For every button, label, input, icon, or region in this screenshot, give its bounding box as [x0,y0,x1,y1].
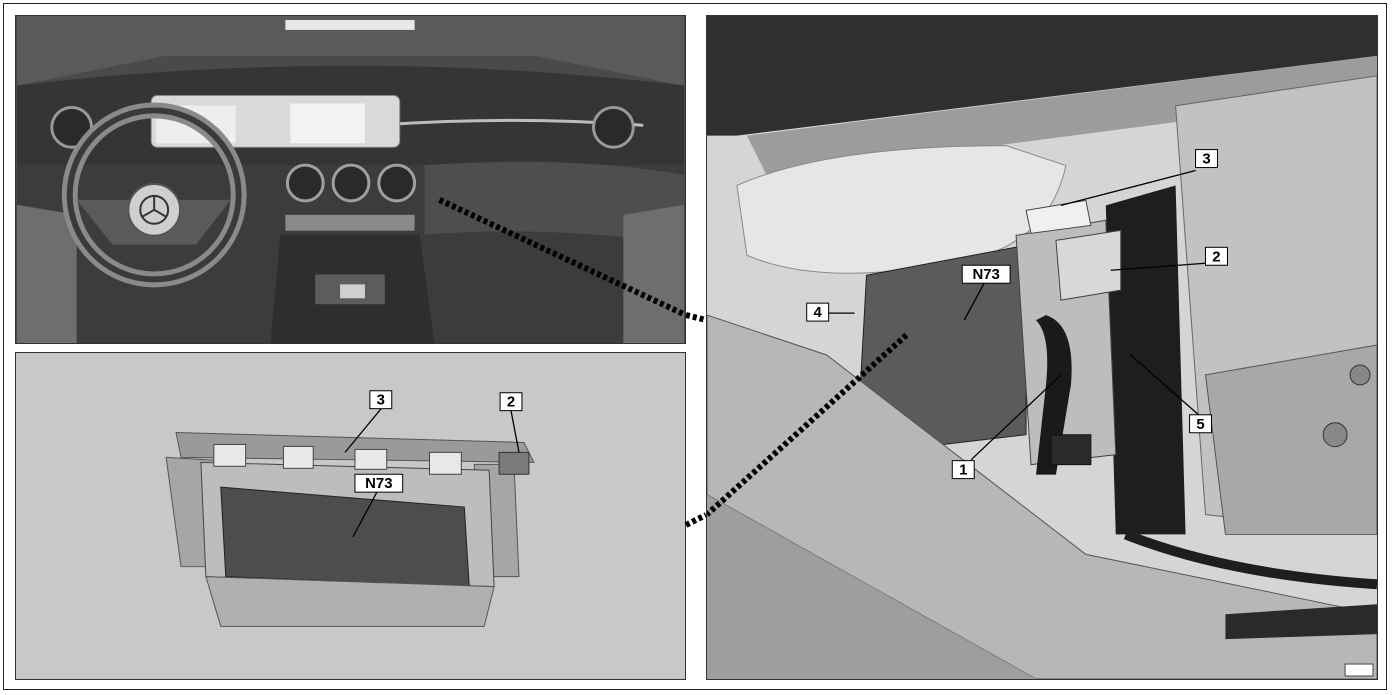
upper-dashboard-trim [707,16,1377,136]
bottom-flange [205,576,495,627]
callout-1: 1 [951,460,975,480]
svg-text:1: 1 [959,462,967,479]
leader-3 [1060,169,1196,207]
clip-2-holder [1055,229,1122,301]
installation-illustration: 3 2 N73 4 1 5 [707,16,1377,679]
module-illustration: 3 2 N73 [17,353,684,679]
leader-5 [1130,354,1199,416]
callout-3: 3 [1195,149,1218,169]
climate-control-strip [285,214,415,231]
module-detail-panel: 3 2 N73 [15,352,686,680]
leader-3 [344,406,384,453]
callout-3: 3 [369,390,393,410]
passenger-airbag-cover [424,161,684,245]
center-vent-middle [331,163,371,203]
leader-2 [510,410,520,453]
center-vent-right [377,163,417,203]
leader-n73 [963,282,985,321]
callout-2: 2 [499,392,523,412]
callout-5: 5 [1189,414,1212,434]
right-door-panel [623,204,684,343]
svg-text:2: 2 [1212,248,1220,265]
retaining-clip-1 [213,443,247,467]
bolt-1 [1322,422,1348,448]
connector-cable [1036,315,1072,475]
carrier-shadow [707,494,1037,679]
leader-2 [1110,262,1206,271]
svg-text:3: 3 [1202,151,1210,168]
touchpad-controller [340,284,365,299]
lower-rail [1225,604,1377,640]
zoom-pointer-line [438,197,685,317]
svg-text:2: 2 [507,395,515,411]
rear-view-mirror-mount [285,19,415,30]
dashboard-carrier-edge [746,55,1377,176]
screw-point [498,451,530,475]
center-vent-left [285,163,325,203]
installation-detail-panel: 3 2 N73 4 1 5 [706,15,1378,680]
electrical-connector [1050,434,1092,466]
callout-n73: N73 [961,264,1011,284]
corner-tag [1344,663,1374,677]
svg-text:5: 5 [1196,416,1204,433]
dashboard-illustration [17,16,685,343]
dashboard-overview-panel [15,15,686,344]
bolt-2 [1349,364,1371,386]
zoom-pointer-line [707,332,909,517]
steering-wheel-rim-inner [66,107,242,283]
mercedes-star-logo [139,194,170,225]
callout-4: 4 [806,302,830,322]
retaining-clip-2 [282,445,314,469]
right-air-vent [592,105,635,149]
retaining-clip-3 [354,448,388,470]
svg-text:N73: N73 [972,266,999,283]
leader-n73 [352,491,378,538]
steering-support-column [1105,185,1186,535]
lower-bracket-plate [1204,344,1377,535]
media-screen [290,103,365,144]
svg-text:3: 3 [377,393,385,409]
leader-1 [970,374,1062,461]
callout-2: 2 [1205,246,1228,266]
callout-n73: N73 [354,473,404,493]
windshield [17,16,684,86]
left-door-panel [17,204,77,343]
retaining-clip-4 [429,451,462,475]
wiring-harness [1123,529,1377,590]
svg-text:N73: N73 [365,476,392,492]
svg-text:4: 4 [814,304,823,321]
